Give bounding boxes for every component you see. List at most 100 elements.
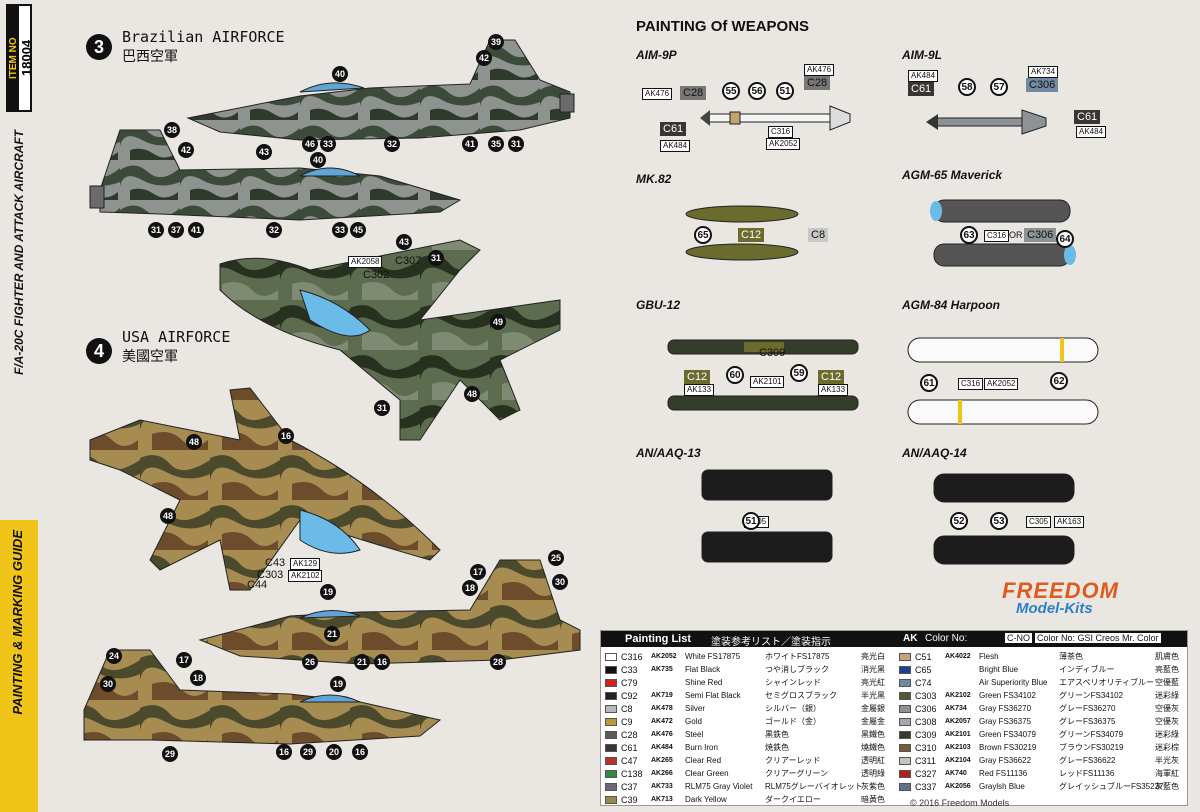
paint-swatch (605, 652, 617, 661)
paint-category: 空優灰 (1155, 717, 1179, 726)
paint-category: 亮光白 (861, 652, 885, 661)
scheme-3-tag: C302 (363, 269, 390, 281)
paint-category: 亮光紅 (861, 678, 885, 687)
callout: 31 (374, 400, 390, 416)
weapon-agm84-title: AGM-84 Harpoon (902, 298, 1001, 312)
callout: 62 (1050, 372, 1068, 390)
paint-swatch (899, 691, 911, 700)
paint-name-jp: インディブルー (1059, 665, 1115, 674)
paint-ak-code: AK476 (651, 731, 673, 738)
paint-ak-code: AK4022 (945, 653, 971, 660)
callout: 26 (302, 654, 318, 670)
paint-code: C138 (621, 768, 643, 779)
weapon-tag: AK163 (1054, 516, 1085, 528)
weapon-agm65-drawing (930, 199, 1076, 267)
paint-name: Gray FS36622 (979, 756, 1032, 765)
paint-swatch (605, 691, 617, 700)
paint-swatch (605, 678, 617, 687)
paint-ak-code: AK2057 (945, 718, 971, 725)
paint-category: 暗黃色 (861, 795, 885, 804)
weapon-tag: AK484 (908, 70, 939, 82)
paint-category: 肌膚色 (1155, 652, 1179, 661)
paint-name: Semi Flat Black (685, 691, 741, 700)
weapon-tag: C306 (1026, 78, 1059, 92)
paint-category: 空優藍 (1155, 678, 1179, 687)
paint-swatch (605, 665, 617, 674)
weapon-aim-9p-drawing (700, 105, 851, 131)
paint-code: C9 (621, 716, 633, 727)
paint-category: 金屬金 (861, 717, 885, 726)
paint-name: Brown FS30219 (979, 743, 1037, 752)
paint-code: C39 (621, 794, 638, 805)
weapon-tag: C316 (984, 230, 1010, 242)
callout: 51 (776, 82, 794, 100)
callout: 48 (464, 386, 480, 402)
callout: 33 (320, 136, 336, 152)
paint-name-jp: ホワイトFS17875 (765, 652, 830, 661)
callout: 35 (488, 136, 504, 152)
scheme-3-side-view-bottom (89, 129, 462, 221)
paint-name: Green FS34079 (979, 730, 1036, 739)
weapon-tag: OR (1009, 230, 1023, 240)
paint-name-jp: RLM75グレーバイオレット (765, 782, 863, 791)
paint-ak-code: AK2056 (945, 783, 971, 790)
paint-category: 透明紅 (861, 756, 885, 765)
weapon-tag: AK133 (684, 384, 715, 396)
weapon-tag: AK484 (660, 140, 691, 152)
callout: 45 (350, 222, 366, 238)
paint-category: 燒鐵色 (861, 743, 885, 752)
paint-name-jp: ゴールド（金） (765, 717, 821, 726)
paint-category: 黑鐵色 (861, 730, 885, 739)
paint-category: 迷彩綠 (1155, 730, 1179, 739)
paint-name: Silver (685, 704, 706, 713)
paint-name-jp: 薄茶色 (1059, 652, 1083, 661)
weapon-tag: AK484 (1076, 126, 1107, 138)
callout: 51 (742, 512, 760, 530)
scheme-4-title: USA AIRFORCE (122, 328, 231, 346)
paint-name: Graylsh Blue (979, 782, 1025, 791)
aircraft-drawings (83, 39, 581, 745)
callout: 17 (176, 652, 192, 668)
paint-code: C47 (621, 755, 638, 766)
paint-code: C316 (621, 651, 643, 662)
scheme-4-tag: AK2102 (288, 570, 323, 582)
paint-ak-code: AK265 (651, 757, 673, 764)
paint-swatch (899, 652, 911, 661)
weapon-aim-9p-title: AIM-9P (636, 48, 677, 62)
painting-list-title: Painting List (625, 633, 691, 645)
sidebar-top: ITEM NO 18004 F/A-20C FIGHTER AND ATTACK… (0, 0, 38, 375)
scheme-4-tag: C44 (247, 579, 268, 591)
paint-name-jp: クリアーグリーン (765, 769, 829, 778)
paint-category: 迷彩棕 (1155, 743, 1179, 752)
paint-swatch (605, 795, 617, 804)
paint-code: C65 (915, 664, 932, 675)
scheme-3-number: 3 (86, 34, 112, 60)
paint-name-jp: グレーFS36270 (1059, 704, 1116, 713)
cno-label: C-NO (1005, 633, 1032, 643)
paint-name: Gold (685, 717, 702, 726)
weapon-tag: C12 (684, 370, 711, 384)
weapon-tag: AK734 (1028, 66, 1059, 78)
callout: 56 (748, 82, 766, 100)
paint-swatch (605, 769, 617, 778)
weapon-gbu12-drawing (667, 339, 859, 411)
scheme-4-tag: C303 (257, 569, 284, 581)
paint-category: 半光灰 (1155, 756, 1179, 765)
paint-name: Bright Blue (979, 665, 1019, 674)
paint-name: Burn Iron (685, 743, 718, 752)
callout: 24 (106, 648, 122, 664)
paint-name: Dark Yellow (685, 795, 727, 804)
paint-name-jp: クリアーレッド (765, 756, 821, 765)
callout: 31 (148, 222, 164, 238)
paint-ak-code: AK740 (945, 770, 967, 777)
paint-swatch (899, 665, 911, 674)
callout: 32 (384, 136, 400, 152)
